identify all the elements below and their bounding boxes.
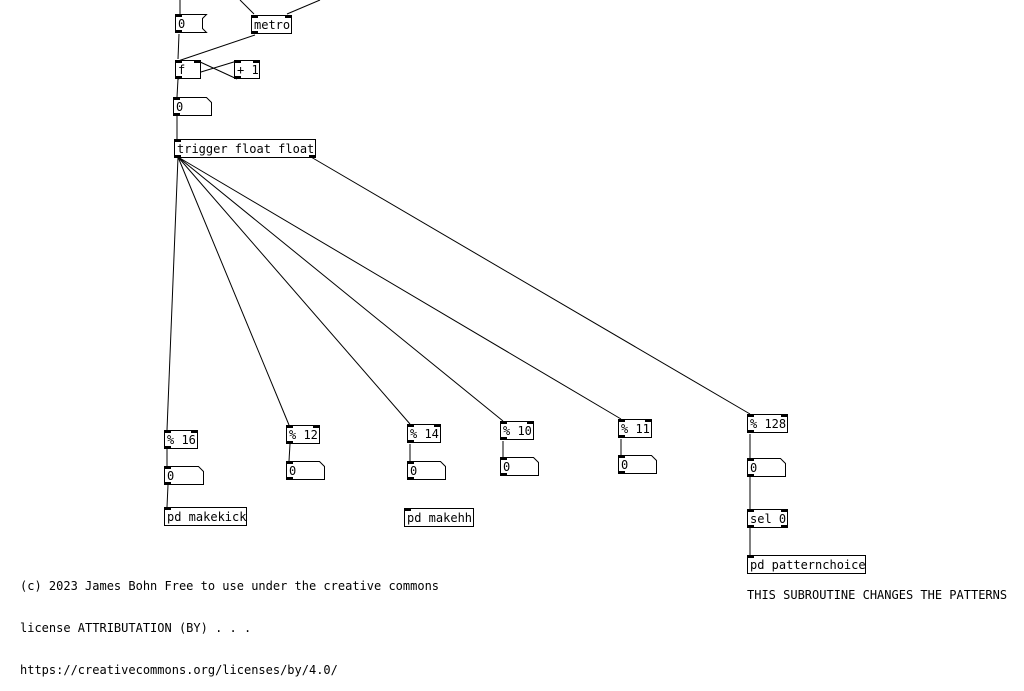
number-box-14-outline (407, 461, 446, 480)
message-box-outline (175, 14, 208, 33)
patch-connections (166, 0, 751, 555)
message-box-value: 0 (178, 17, 186, 31)
makekick-subpatch[interactable]: pd makekick (164, 507, 247, 526)
number-box-value: 0 (176, 100, 184, 114)
makehh-subpatch[interactable]: pd makehh (404, 508, 474, 527)
patternchoice-subpatch[interactable]: pd patternchoice (747, 555, 866, 574)
wire-metro-to-f (177, 34, 256, 62)
wire-plus1-to-f (197, 60, 238, 80)
number-box-counter[interactable]: 0 (173, 97, 212, 116)
wire-trigger-to-mod14 (177, 156, 411, 425)
patternchoice-label: pd patternchoice (750, 558, 866, 572)
modulo-12-label: % 12 (289, 428, 318, 442)
number-box-16-value: 0 (167, 469, 175, 483)
wire-in-metro-right (286, 0, 321, 15)
modulo-14-object[interactable]: % 14 (407, 424, 441, 443)
wire-msg-to-f (177, 33, 180, 60)
makekick-label: pd makekick (167, 510, 247, 524)
plus-one-object[interactable]: + 1 (234, 60, 260, 79)
select-zero-label: sel 0 (750, 512, 787, 526)
number-box-16[interactable]: 0 (164, 466, 204, 485)
wire-trigger-to-mod128 (310, 156, 751, 415)
modulo-128-object[interactable]: % 128 (747, 414, 788, 433)
number-box-10-outline (500, 457, 539, 476)
number-box-128-outline (747, 458, 786, 477)
number-box-12[interactable]: 0 (286, 461, 325, 480)
number-box-12-outline (286, 461, 325, 480)
copyright-line-1: (c) 2023 James Bohn Free to use under th… (20, 579, 440, 593)
number-box-14[interactable]: 0 (407, 461, 446, 480)
modulo-12-object[interactable]: % 12 (286, 425, 320, 444)
copyright-line-2: license ATTRIBUTATION (BY) . . . (20, 621, 252, 635)
wire-f-to-number (176, 78, 179, 98)
float-label: f (178, 63, 186, 77)
number-box-12-value: 0 (289, 464, 297, 478)
modulo-11-label: % 11 (621, 422, 650, 436)
modulo-10-label: % 10 (503, 424, 532, 438)
number-box-16-outline (164, 466, 204, 485)
subroutine-comment: THIS SUBROUTINE CHANGES THE PATTERNS (747, 588, 1008, 602)
trigger-label: trigger float float (177, 142, 315, 156)
wire-number16-to-makekick (166, 484, 169, 508)
wire-trigger-to-mod11 (177, 156, 622, 420)
wire-mod12-to-number (288, 443, 291, 462)
plus-one-label: + 1 (237, 63, 259, 77)
float-object[interactable]: f (175, 60, 201, 79)
number-box-128[interactable]: 0 (747, 458, 786, 477)
modulo-16-object[interactable]: % 16 (164, 430, 198, 449)
wire-trigger-to-mod10 (177, 156, 504, 422)
number-box-10-value: 0 (503, 460, 511, 474)
number-box-outline (173, 97, 212, 116)
modulo-16-label: % 16 (167, 433, 196, 447)
copyright-comment: (c) 2023 James Bohn Free to use under th… (20, 551, 439, 691)
metro-label: metro (254, 18, 291, 32)
number-box-14-value: 0 (410, 464, 418, 478)
number-box-10[interactable]: 0 (500, 457, 539, 476)
copyright-line-3: https://creativecommons.org/licenses/by/… (20, 663, 338, 677)
number-box-128-value: 0 (750, 461, 758, 475)
number-box-11-value: 0 (621, 458, 629, 472)
makehh-label: pd makehh (407, 511, 473, 525)
select-zero-object[interactable]: sel 0 (747, 509, 788, 528)
modulo-10-object[interactable]: % 10 (500, 421, 534, 440)
number-box-11[interactable]: 0 (618, 455, 657, 474)
modulo-128-label: % 128 (750, 417, 787, 431)
wire-in-metro-left (239, 0, 255, 15)
metro-object[interactable]: metro (251, 15, 292, 34)
trigger-object[interactable]: trigger float float (174, 139, 316, 158)
number-box-11-outline (618, 455, 657, 474)
modulo-11-object[interactable]: % 11 (618, 419, 652, 438)
wire-trigger-to-mod16 (166, 156, 179, 431)
wire-trigger-to-mod12 (177, 156, 290, 426)
message-box-zero[interactable]: 0 (175, 14, 208, 33)
modulo-14-label: % 14 (410, 427, 439, 441)
